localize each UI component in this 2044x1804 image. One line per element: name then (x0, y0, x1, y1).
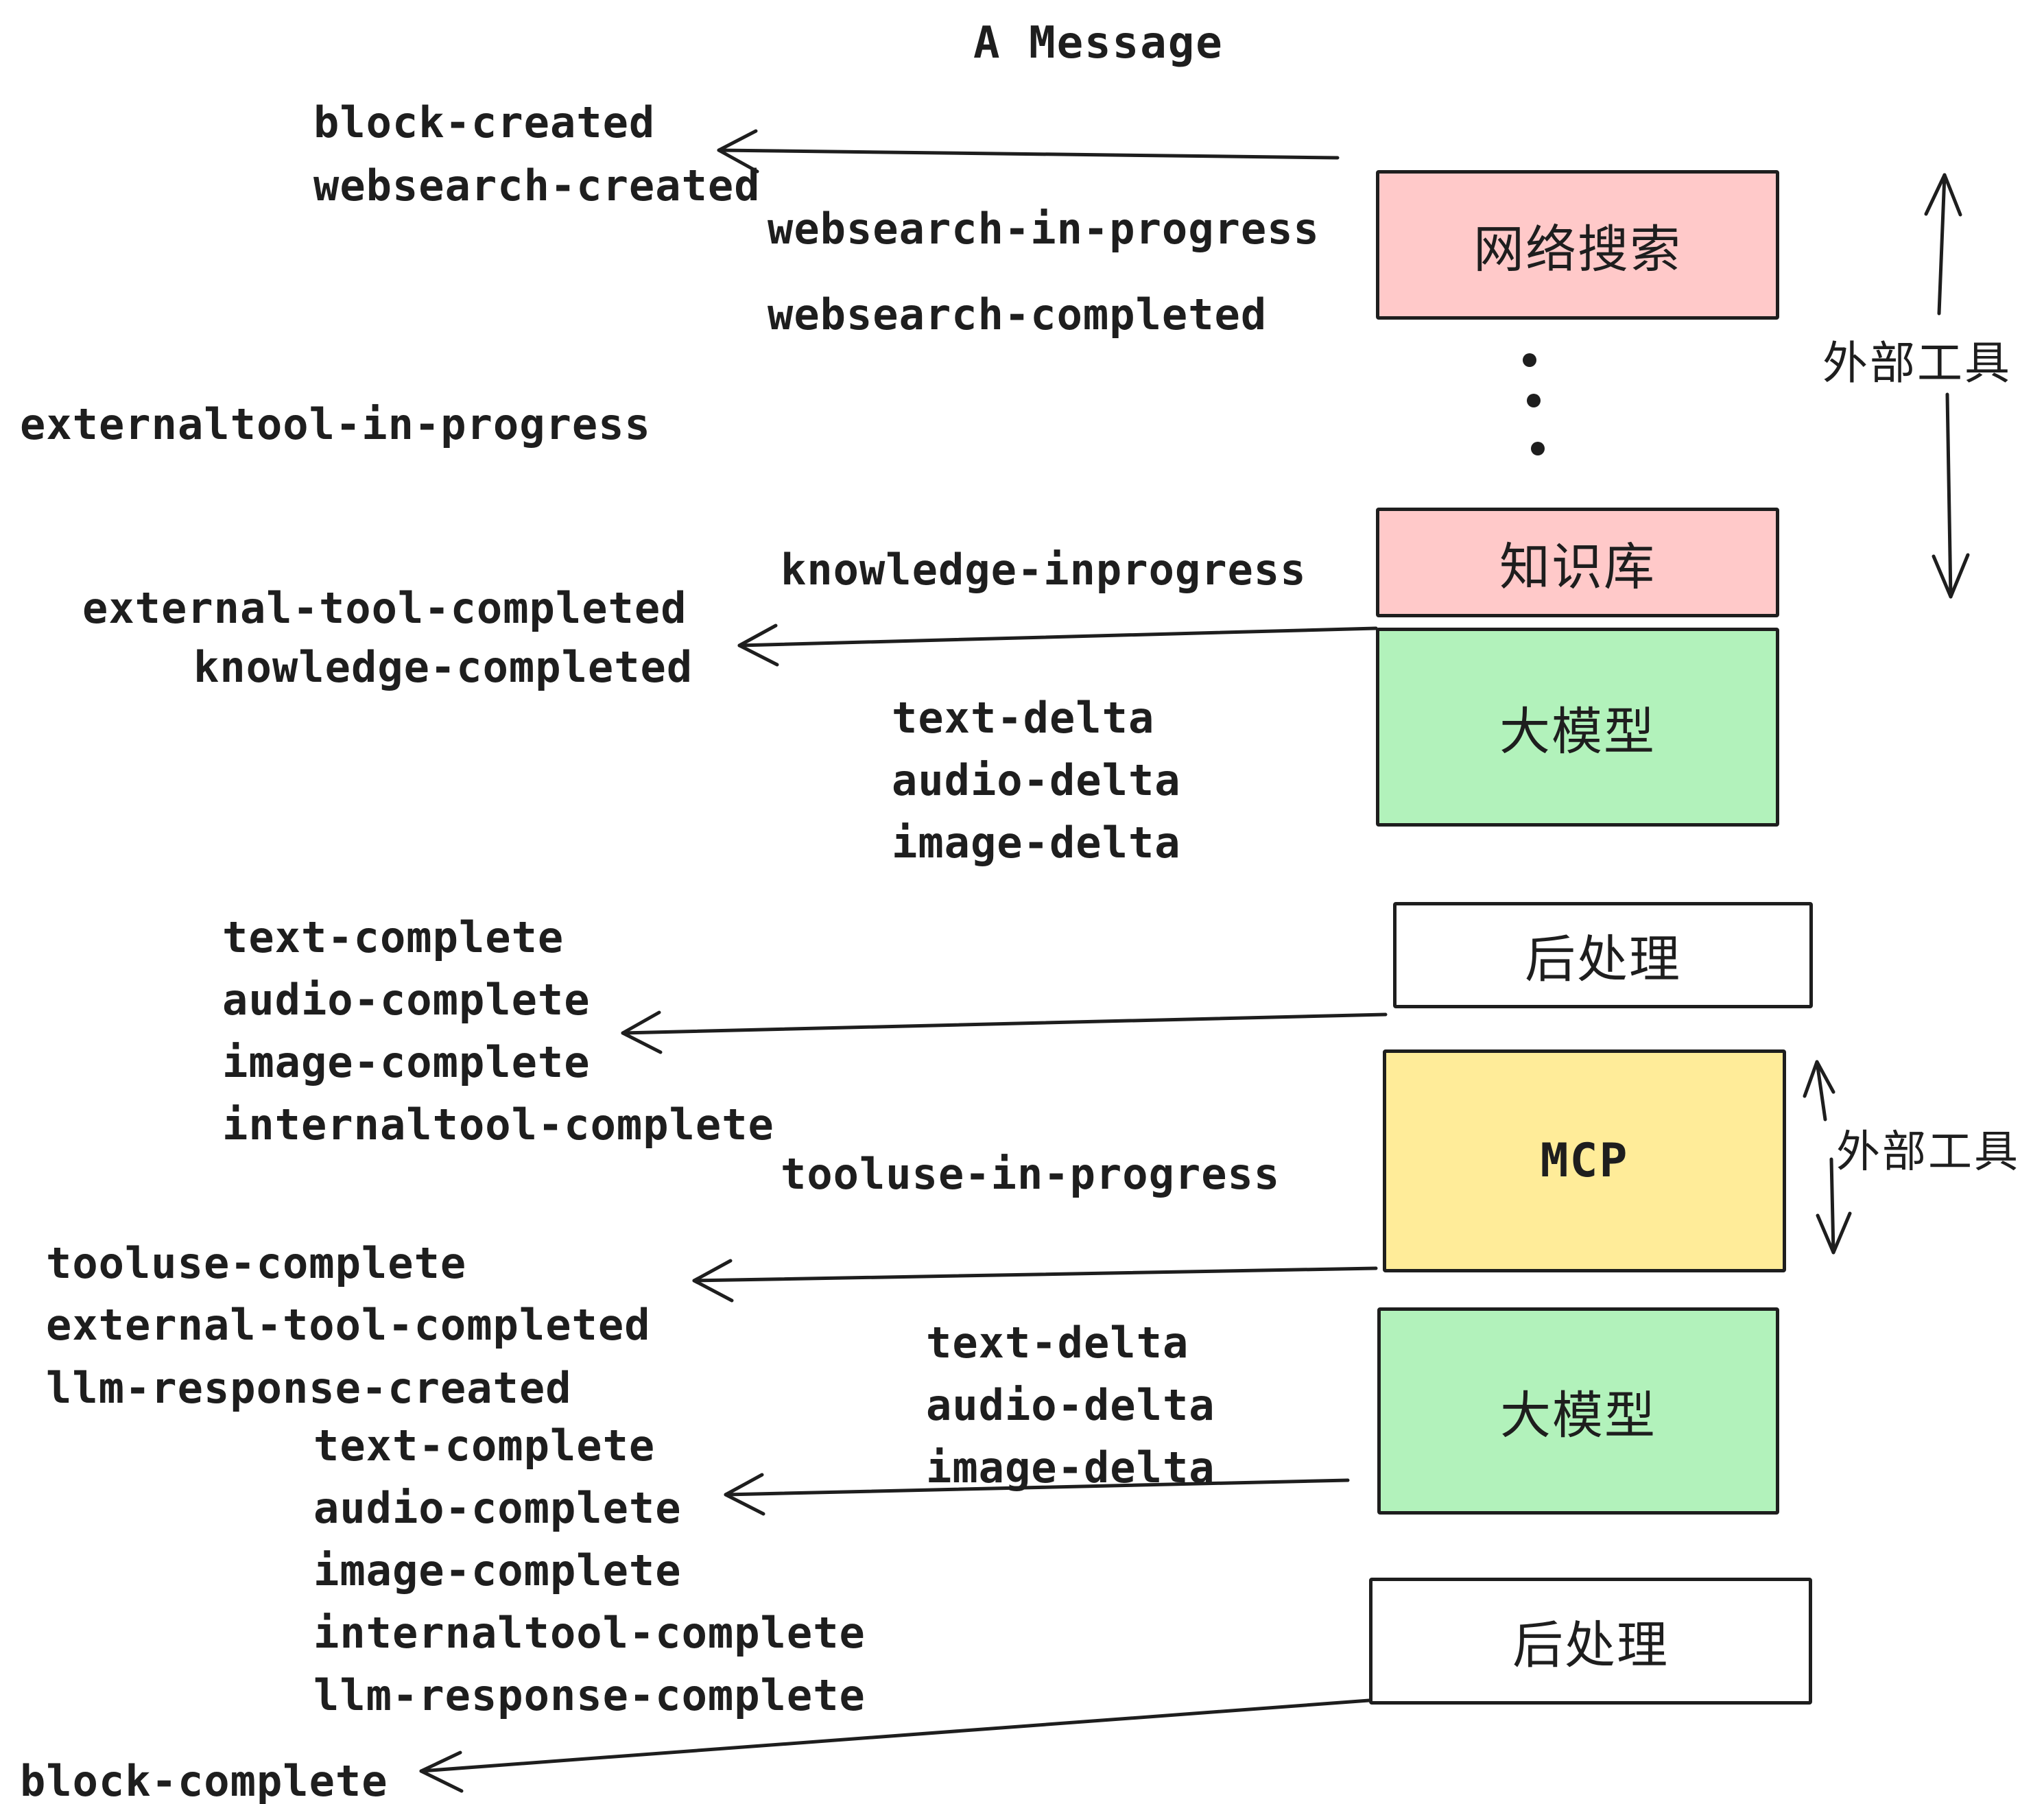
event-audio-complete: audio-complete (222, 975, 591, 1025)
event-image-complete: image-complete (222, 1037, 591, 1087)
event-audio-complete-2: audio-complete (313, 1483, 682, 1533)
box-llm-1-label: 大模型 (1499, 702, 1656, 761)
event-image-delta-2: image-delta (926, 1443, 1215, 1493)
event-websearch-completed: websearch-completed (768, 289, 1268, 340)
event-audio-delta-2: audio-delta (926, 1380, 1215, 1430)
event-knowledge-inprogress: knowledge-inprogress (781, 545, 1307, 595)
box-mcp-label: MCP (1540, 1134, 1629, 1188)
box-llm-2-label: 大模型 (1500, 1386, 1656, 1445)
box-postprocess-1: 后处理 (1393, 902, 1813, 1008)
event-llm-response-created: llm-response-created (46, 1363, 572, 1413)
event-block-complete: block-complete (20, 1756, 388, 1804)
external-tools-label-mid: 外部工具 (1836, 1127, 2020, 1178)
event-websearch-in-progress: websearch-in-progress (768, 204, 1320, 254)
box-mcp: MCP (1383, 1049, 1786, 1272)
event-tooluse-in-progress: tooluse-in-progress (781, 1149, 1281, 1199)
event-text-complete-2: text-complete (313, 1421, 656, 1471)
ellipsis-dots (1523, 353, 1545, 455)
event-external-tool-completed: external-tool-completed (82, 583, 687, 633)
event-knowledge-completed: knowledge-completed (193, 642, 693, 692)
event-group-complete-1: text-complete audio-complete image-compl… (222, 906, 774, 1156)
box-postprocess-2: 后处理 (1369, 1578, 1812, 1705)
event-group-complete-2: text-complete audio-complete image-compl… (313, 1414, 866, 1726)
external-tools-up-arrow-mid (1803, 1060, 1835, 1121)
box-websearch: 网络搜索 (1376, 170, 1779, 320)
event-image-delta: image-delta (892, 818, 1181, 868)
event-group-delta-1: text-delta audio-delta image-delta (892, 687, 1181, 874)
box-websearch-label: 网络搜索 (1473, 219, 1682, 279)
box-knowledge-label: 知识库 (1499, 537, 1656, 597)
event-external-tool-completed-2: external-tool-completed (46, 1300, 651, 1350)
event-text-delta-2: text-delta (926, 1318, 1189, 1368)
box-postprocess-2-label: 后处理 (1512, 1616, 1669, 1675)
box-knowledge: 知识库 (1376, 508, 1779, 617)
event-tooluse-complete: tooluse-complete (46, 1238, 467, 1288)
arrow-to-websearch-created (717, 129, 1340, 174)
event-group-delta-2: text-delta audio-delta image-delta (926, 1312, 1215, 1499)
external-tools-down-arrow-top (1932, 392, 1970, 599)
event-text-delta: text-delta (892, 693, 1155, 743)
arrow-to-knowledge-completed (737, 624, 1378, 667)
box-postprocess-1-label: 后处理 (1525, 930, 1681, 989)
event-internaltool-complete: internaltool-complete (222, 1100, 774, 1150)
event-image-complete-2: image-complete (313, 1545, 682, 1595)
event-websearch-created: websearch-created (313, 161, 761, 211)
arrow-to-tooluse-complete (692, 1259, 1378, 1303)
box-llm-2: 大模型 (1377, 1307, 1779, 1515)
event-audio-delta: audio-delta (892, 755, 1181, 805)
event-text-complete: text-complete (222, 912, 565, 962)
event-block-created: block-created (313, 97, 656, 147)
event-externaltool-in-progress: externaltool-in-progress (20, 399, 651, 449)
external-tools-up-arrow-top (1924, 173, 1962, 316)
box-llm-1: 大模型 (1376, 628, 1779, 827)
event-llm-response-complete: llm-response-complete (313, 1670, 866, 1720)
diagram-title: A Message (973, 18, 1224, 69)
event-internaltool-complete-2: internaltool-complete (313, 1608, 866, 1658)
external-tools-label-top: 外部工具 (1822, 337, 2012, 390)
